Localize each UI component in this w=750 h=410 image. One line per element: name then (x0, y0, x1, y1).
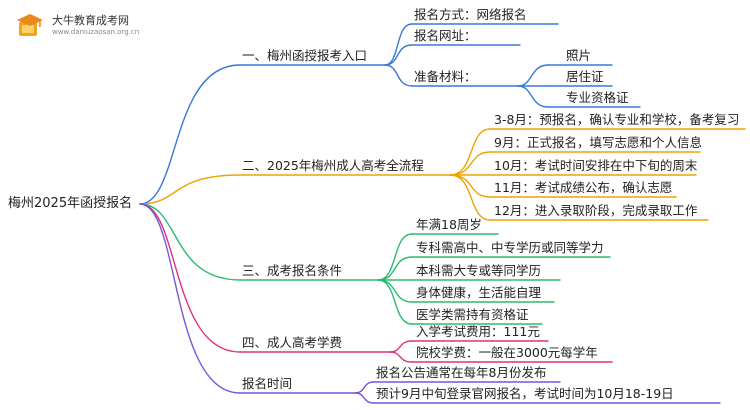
connector-branch-2 (139, 174, 241, 205)
node-materials: 准备材料： (414, 69, 477, 84)
node-method: 报名方式：网络报名 (414, 7, 527, 22)
connector-branch-4 (139, 203, 241, 353)
mindmap-root: 梅州2025年函授报名 (8, 196, 133, 211)
node-nov: 11月：考试成绩公布，确认志愿 (494, 180, 673, 195)
logo-title: 大牛教育成考网 (52, 14, 129, 27)
node-sep: 9月：正式报名，填写志愿和个人信息 (494, 135, 702, 150)
node-residence-permit: 居住证 (566, 69, 604, 84)
node-age: 年满18周岁 (416, 217, 482, 232)
branch-registration-time: 报名时间 (242, 376, 293, 391)
node-website: 报名网址： (414, 28, 477, 43)
node-online-registration: 预计9月中旬登录官网报名，考试时间为10月18-19日 (376, 386, 674, 401)
node-oct: 10月：考试时间安排在中下旬的周末 (494, 158, 698, 173)
node-health: 身体健康，生活能自理 (416, 285, 542, 300)
branch-process: 二、2025年梅州成人高考全流程 (242, 158, 424, 173)
connector-branch-1 (139, 64, 241, 205)
branch-entry: 一、梅州函授报考入口 (242, 48, 368, 63)
graduation-cap-book-icon (17, 14, 43, 36)
node-dec: 12月：进入录取阶段，完成录取工作 (494, 203, 698, 218)
node-qualification-cert: 专业资格证 (566, 90, 629, 105)
node-exam-fee: 入学考试费用：111元 (416, 324, 540, 339)
connector-branch-5 (139, 203, 241, 394)
node-junior-college-req: 专科需高中、中专学历或同等学力 (416, 240, 604, 255)
node-bachelor-req: 本科需大专或等同学历 (416, 263, 542, 278)
node-school-fee: 院校学费：一般在3000元每学年 (416, 345, 598, 360)
node-medical: 医学类需持有资格证 (416, 307, 529, 322)
node-photo: 照片 (566, 48, 592, 63)
branch-tuition: 四、成人高考学费 (242, 335, 343, 350)
branch-conditions: 三、成考报名条件 (242, 263, 343, 278)
logo-url: www.daniuzaosan.org.cn (52, 28, 140, 36)
node-mar-aug: 3-8月：预报名，确认专业和学校，备考复习 (494, 112, 740, 127)
node-announcement: 报名公告通常在每年8月份发布 (376, 365, 547, 380)
connector-branch-3 (139, 203, 241, 281)
